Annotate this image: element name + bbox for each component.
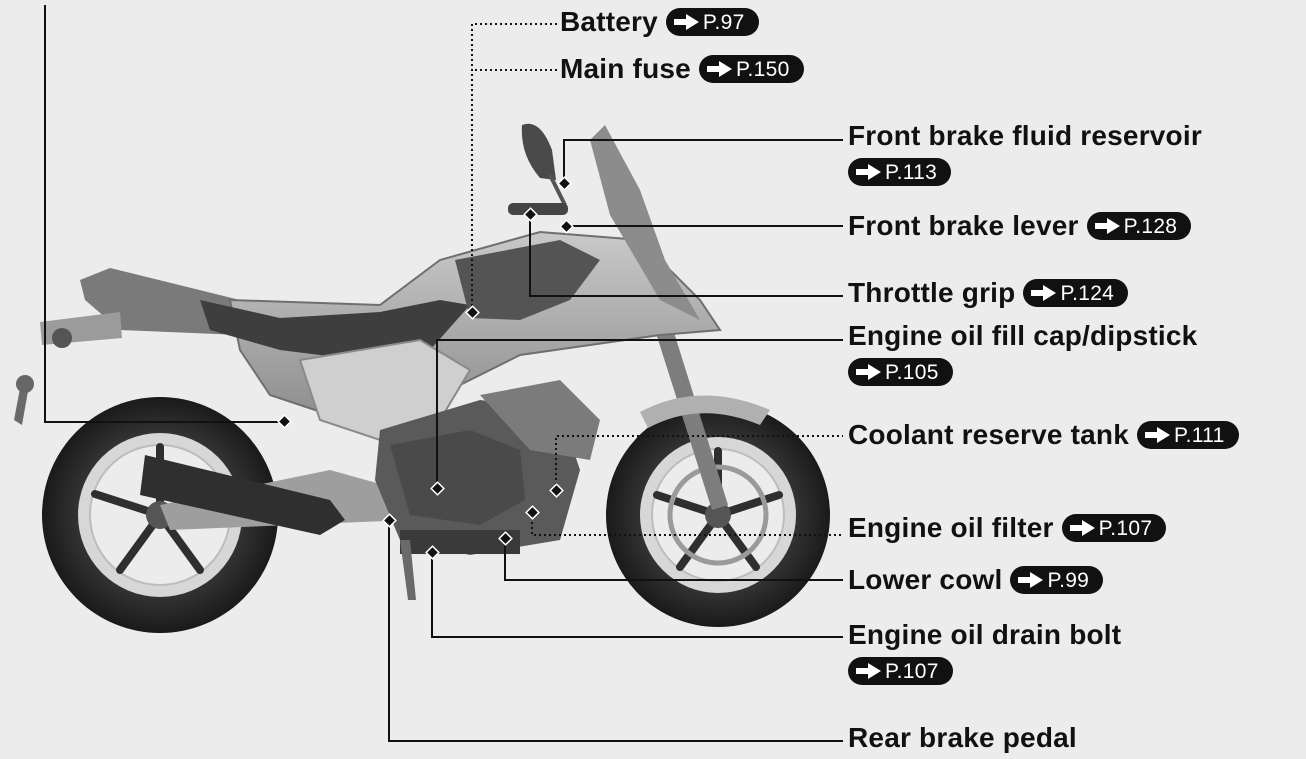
right-arrow-icon	[1031, 285, 1057, 301]
callout-label: Lower cowl	[848, 564, 1003, 595]
callout-throttle-grip: Throttle grip P.124	[848, 277, 1129, 308]
right-arrow-icon	[673, 14, 699, 30]
callout-markers	[277, 176, 574, 560]
front-fork	[640, 326, 770, 510]
callout-label: Engine oil filter	[848, 512, 1054, 543]
page-reference[interactable]: P.107	[848, 657, 953, 685]
dotted-leader-lines	[471, 23, 843, 536]
motorcycle-body	[200, 123, 722, 442]
callout-label: Rear brake pedal	[848, 722, 1077, 753]
page-reference[interactable]: P.128	[1086, 212, 1192, 240]
callout-label: Throttle grip	[848, 277, 1016, 308]
callout-label: Front brake fluid reservoir	[848, 120, 1202, 151]
right-arrow-icon	[1094, 218, 1120, 234]
callout-engine-oil-filter: Engine oil filter P.107	[848, 512, 1167, 543]
callout-lower-cowl: Lower cowl P.99	[848, 564, 1104, 595]
page-reference[interactable]: P.150	[698, 55, 804, 83]
callout-battery: Battery P.97	[560, 8, 759, 36]
callout-front-brake-lever: Front brake lever P.128	[848, 210, 1192, 241]
callout-label: Engine oil fill cap/dipstick	[848, 320, 1198, 351]
tail-section	[14, 268, 240, 425]
right-arrow-icon	[856, 663, 881, 679]
right-arrow-icon	[856, 364, 881, 380]
front-wheel	[606, 403, 830, 627]
page-reference[interactable]: P.113	[848, 158, 952, 186]
page-reference[interactable]: P.124	[1023, 279, 1129, 307]
page-reference[interactable]: P.111	[1137, 421, 1239, 449]
callout-main-fuse: Main fuse P.150	[560, 55, 804, 83]
callout-front-brake-fluid-reservoir: Front brake fluid reservoir P.113	[848, 122, 1202, 186]
right-arrow-icon	[706, 61, 732, 77]
callout-coolant-reserve-tank: Coolant reserve tank P.111	[848, 421, 1239, 449]
right-arrow-icon	[856, 164, 881, 180]
page-reference[interactable]: P.97	[665, 8, 759, 36]
exhaust	[140, 455, 345, 535]
callout-label: Battery	[560, 6, 658, 37]
callout-engine-oil-drain-bolt: Engine oil drain bolt P.107	[848, 621, 1121, 685]
page-reference[interactable]: P.99	[1010, 566, 1104, 594]
right-arrow-icon	[1145, 427, 1170, 443]
callout-label: Engine oil drain bolt	[848, 619, 1122, 650]
page-reference[interactable]: P.107	[1061, 514, 1167, 542]
callout-label: Main fuse	[560, 53, 691, 84]
callout-label: Front brake lever	[848, 210, 1079, 241]
page-reference[interactable]: P.105	[848, 358, 953, 386]
leader-lines	[44, 5, 843, 742]
callout-label: Coolant reserve tank	[848, 419, 1129, 450]
right-arrow-icon	[1069, 520, 1095, 536]
right-arrow-icon	[1018, 572, 1044, 588]
callout-engine-oil-fill-cap: Engine oil fill cap/dipstick P.105	[848, 322, 1197, 386]
callout-rear-brake-pedal: Rear brake pedal	[848, 724, 1077, 752]
engine	[375, 380, 600, 600]
